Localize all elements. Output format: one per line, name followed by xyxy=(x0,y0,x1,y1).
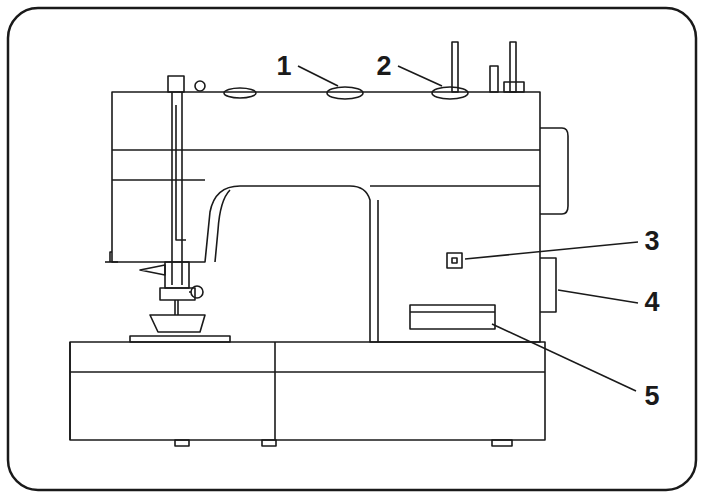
machine-base xyxy=(70,342,545,440)
head-lip xyxy=(110,252,112,262)
spool-pin xyxy=(452,42,458,92)
needle-plate xyxy=(130,336,230,342)
base-edge xyxy=(69,342,71,440)
selector-line xyxy=(410,311,495,313)
bobbin-winder xyxy=(432,87,468,99)
head-lip xyxy=(105,261,118,263)
callout-number: 5 xyxy=(644,383,659,410)
stopper xyxy=(504,82,524,92)
handwheel xyxy=(540,128,568,214)
screw-shaft xyxy=(189,291,191,293)
thread-lever-top xyxy=(168,76,184,92)
frame xyxy=(8,8,696,490)
tension-dial xyxy=(327,87,363,99)
leader-line xyxy=(558,290,638,303)
foot xyxy=(262,440,276,446)
leader-line xyxy=(465,242,638,259)
callout-number: 3 xyxy=(644,228,659,255)
needle xyxy=(177,300,179,315)
knob xyxy=(195,81,205,91)
leader-line xyxy=(398,66,442,86)
foot xyxy=(175,440,189,446)
base-seam xyxy=(274,342,276,440)
stitch-selector xyxy=(410,305,495,329)
base-line xyxy=(70,371,545,373)
needle-clamp xyxy=(165,262,189,288)
switch-mark xyxy=(452,258,457,263)
leader-line xyxy=(492,324,636,391)
spool-pin xyxy=(490,66,498,92)
spool-pin xyxy=(510,42,516,92)
thread-guide xyxy=(224,88,256,98)
side-knob xyxy=(540,258,556,312)
callout-number: 4 xyxy=(644,289,659,316)
body-line xyxy=(370,185,540,187)
pillar-line xyxy=(377,200,379,342)
foot xyxy=(492,440,512,446)
needle xyxy=(174,300,176,315)
presser-holder xyxy=(160,288,195,300)
arm-curve xyxy=(215,190,230,262)
machine-body xyxy=(112,92,540,342)
presser-foot xyxy=(150,315,205,332)
thread-cutter xyxy=(140,265,165,275)
needle-bar xyxy=(181,92,183,285)
thread-path xyxy=(176,105,186,240)
leader-line xyxy=(298,66,338,86)
leader-lines xyxy=(298,66,638,391)
callout-number: 2 xyxy=(376,53,391,80)
needle-bar xyxy=(171,92,173,285)
callout-number: 1 xyxy=(276,53,291,80)
switch xyxy=(447,253,462,268)
body-line xyxy=(112,179,205,181)
